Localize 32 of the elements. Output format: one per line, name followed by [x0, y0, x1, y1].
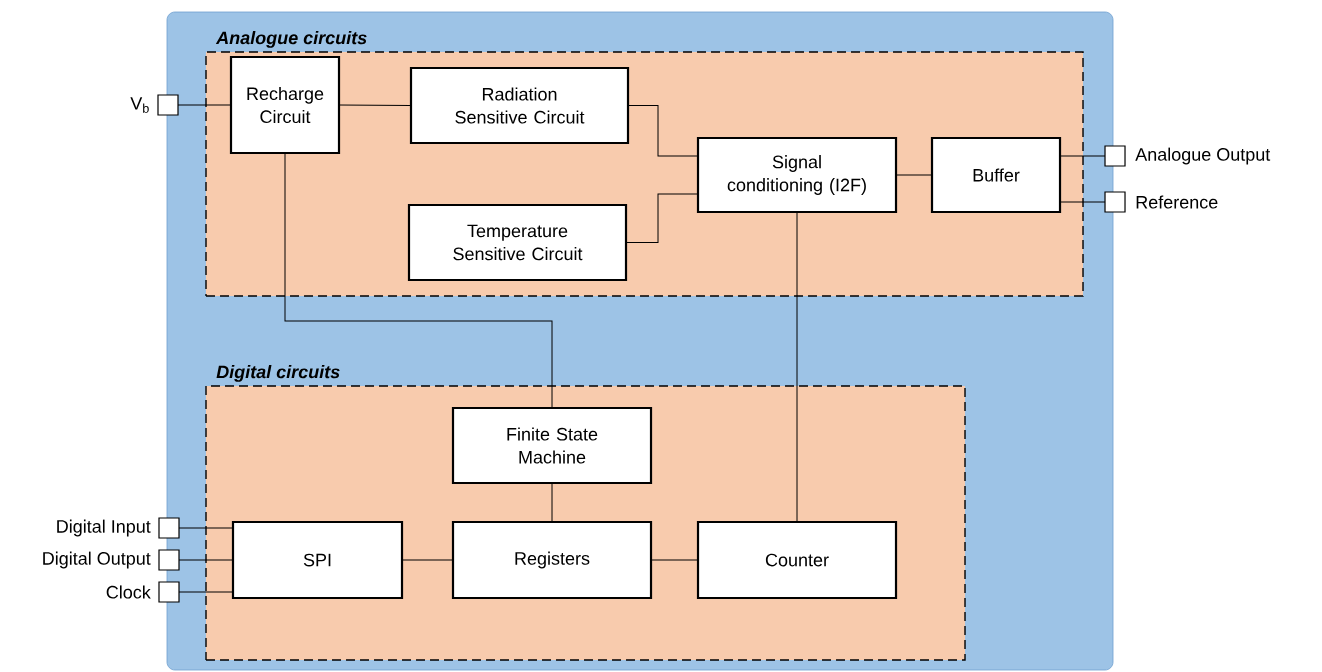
group-heading: Digital circuits: [216, 365, 340, 382]
connector-line: [625, 193, 699, 243]
connector-line: [650, 559, 699, 561]
block-box: Temperature Sensitive Circuit: [407, 203, 628, 282]
connector-line: [178, 591, 234, 593]
block-box: SPI: [231, 520, 404, 600]
pin-label: Analogue Output: [1135, 147, 1271, 165]
connector-line: [401, 559, 454, 561]
pin-label: Digital Output: [43, 551, 151, 569]
connector-line: [1059, 201, 1106, 203]
block-box: Recharge Circuit: [229, 55, 341, 155]
block-box: Buffer: [930, 136, 1062, 214]
connector-line: [1059, 155, 1106, 157]
block-box: Radiation Sensitive Circuit: [409, 66, 630, 145]
pin-label: Digital Input: [57, 519, 151, 537]
block-box: Registers: [451, 520, 653, 600]
pin-label: Clock: [106, 585, 151, 599]
block-box: Signal conditioning (I2F): [696, 136, 898, 214]
connector-line: [895, 174, 933, 176]
connector-line: [284, 152, 553, 409]
block-box: Finite State Machine: [451, 406, 653, 485]
connector-line: [178, 527, 234, 529]
pin-label: V$_{b}$: [130, 97, 149, 113]
pin-label: Reference: [1136, 195, 1218, 209]
block-box: Counter: [696, 520, 898, 600]
connector-line: [177, 104, 232, 106]
group-heading: Analogue circuits: [215, 31, 367, 48]
connector-line: [178, 559, 234, 561]
connector-line: [551, 482, 553, 523]
connector-line: [796, 211, 798, 523]
connector-line: [338, 104, 412, 106]
connector-line: [627, 105, 699, 157]
